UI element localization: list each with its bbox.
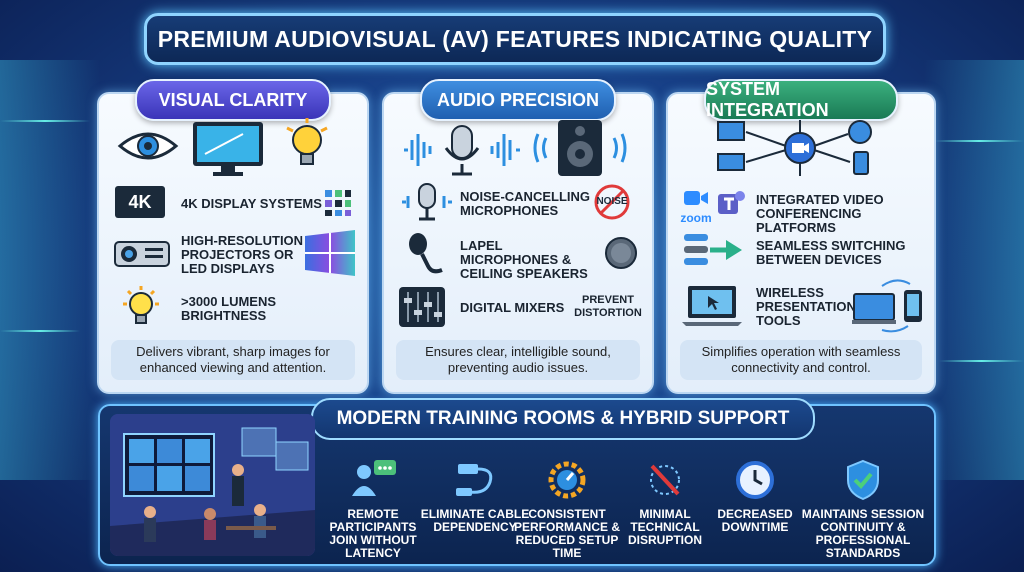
- system-item-switching: SEAMLESS SWITCHING BETWEEN DEVICES: [756, 238, 906, 267]
- monitor-icon: [193, 122, 263, 176]
- audio-item-noise-cancelling: NOISE-CANCELLING MICROPHONES: [460, 189, 590, 218]
- brightness-bulb-icon: [123, 286, 159, 324]
- system-caption: Simplifies operation with seamless conne…: [680, 340, 922, 380]
- lightbulb-icon: [286, 118, 328, 165]
- audio-item-lapel: LAPEL MICROPHONES & CEILING SPEAKERS: [460, 238, 588, 281]
- audio-precision-title: AUDIO PRECISION: [436, 89, 600, 110]
- feature-remote-participants: REMOTE PARTICIPANTS JOIN WITHOUT LATENCY: [318, 456, 428, 560]
- laptop-icon: [682, 286, 742, 326]
- cable-icon: [456, 464, 493, 496]
- ceiling-speaker-icon: [605, 237, 637, 269]
- training-rooms-tab: MODERN TRAINING ROOMS & HYBRID SUPPORT: [311, 398, 815, 440]
- training-rooms-panel: MODERN TRAINING ROOMS & HYBRID SUPPORT R…: [98, 398, 936, 566]
- system-integration-title: SYSTEM INTEGRATION: [706, 79, 829, 120]
- eye-icon: [117, 132, 179, 160]
- system-item-video-conferencing: INTEGRATED VIDEO CONFERENCING PLATFORMS: [756, 192, 884, 235]
- speaker-icon: [533, 120, 627, 176]
- zoom-label: zoom: [680, 211, 712, 225]
- noise-label: NOISE: [596, 196, 628, 207]
- gear-gauge-icon: [548, 461, 586, 499]
- zoom-logo: zoom: [678, 188, 714, 225]
- audio-precision-panel: AUDIO PRECISION NOISE-CANCELLING MICROPH…: [382, 79, 654, 394]
- right-glow: [924, 60, 1024, 480]
- feature-label: REMOTE PARTICIPANTS JOIN WITHOUT LATENCY: [329, 507, 417, 560]
- feature-decreased-downtime: DECREASED DOWNTIME: [700, 456, 810, 534]
- feature-minimal-disruption: MINIMAL TECHNICAL DISRUPTION: [610, 456, 720, 547]
- visual-item-projectors: HIGH-RESOLUTION PROJECTORS OR LED DISPLA…: [181, 233, 304, 276]
- main-title: PREMIUM AUDIOVISUAL (AV) FEATURES INDICA…: [157, 25, 873, 52]
- main-title-banner: PREMIUM AUDIOVISUAL (AV) FEATURES INDICA…: [144, 13, 886, 65]
- visual-item-4k: 4K DISPLAY SYSTEMS: [181, 196, 322, 211]
- prevent-distortion-label: PREVENT DISTORTION: [574, 294, 642, 319]
- 4k-badge-label: 4K: [128, 191, 152, 212]
- 4k-badge-icon: 4K: [115, 186, 165, 218]
- mixer-icon: [399, 287, 445, 327]
- training-rooms-title: MODERN TRAINING ROOMS & HYBRID SUPPORT: [336, 408, 790, 429]
- feature-eliminate-cable: ELIMINATE CABLE DEPENDENCY: [420, 456, 530, 534]
- audio-item-digital-mixers: DIGITAL MIXERS: [460, 300, 565, 315]
- visual-clarity-title: VISUAL CLARITY: [158, 89, 308, 110]
- zoom-camera-icon: [684, 191, 708, 205]
- visual-clarity-panel: VISUAL CLARITY 4K 4K DISPLAY SYSTEMS HIG…: [97, 79, 369, 394]
- visual-clarity-tab: VISUAL CLARITY: [135, 79, 331, 121]
- audio-precision-tab: AUDIO PRECISION: [420, 79, 616, 121]
- no-disruption-icon: [650, 464, 680, 496]
- noise-cancel-mic-icon: [402, 183, 452, 221]
- switching-arrows-icon: [684, 234, 742, 265]
- no-noise-icon: NOISE: [592, 184, 632, 220]
- visual-item-lumens: >3000 LUMENS BRIGHTNESS: [181, 294, 277, 323]
- led-display-icon: [305, 230, 355, 276]
- light-streak: [934, 140, 1024, 142]
- feature-consistent-performance: CONSISTENT PERFORMANCE & REDUCED SETUP T…: [512, 456, 622, 560]
- network-hub-icon: [717, 120, 872, 176]
- left-glow: [0, 60, 100, 480]
- light-streak: [0, 330, 80, 332]
- light-streak: [939, 360, 1024, 362]
- visual-caption: Delivers vibrant, sharp images for enhan…: [111, 340, 355, 380]
- shield-check-icon: [847, 459, 879, 501]
- remote-participants-icon: [352, 460, 396, 496]
- feature-label: CONSISTENT PERFORMANCE & REDUCED SETUP T…: [513, 507, 620, 560]
- light-streak: [0, 120, 90, 122]
- system-integration-tab: SYSTEM INTEGRATION: [704, 79, 898, 121]
- projector-icon: [114, 241, 170, 267]
- feature-label: ELIMINATE CABLE DEPENDENCY: [420, 507, 530, 534]
- feature-session-continuity: MAINTAINS SESSION CONTINUITY & PROFESSIO…: [798, 456, 928, 560]
- teams-icon: [718, 191, 745, 214]
- clock-icon: [736, 461, 774, 499]
- lapel-mic-icon: [409, 233, 443, 274]
- audio-caption: Ensures clear, intelligible sound, preve…: [396, 340, 640, 380]
- pixel-grid-icon: [325, 190, 351, 216]
- feature-label: MAINTAINS SESSION CONTINUITY & PROFESSIO…: [801, 507, 925, 560]
- microphone-soundwave-icon: [404, 125, 520, 176]
- system-item-wireless: WIRELESS PRESENTATION TOOLS: [756, 285, 856, 328]
- hybrid-classroom-illustration: [110, 414, 315, 556]
- feature-label: MINIMAL TECHNICAL DISRUPTION: [627, 507, 702, 547]
- feature-label: DECREASED DOWNTIME: [717, 507, 793, 534]
- system-integration-panel: SYSTEM INTEGRATION zoom INTEGRATED VIDEO…: [666, 79, 936, 394]
- wireless-devices-icon: [852, 279, 922, 333]
